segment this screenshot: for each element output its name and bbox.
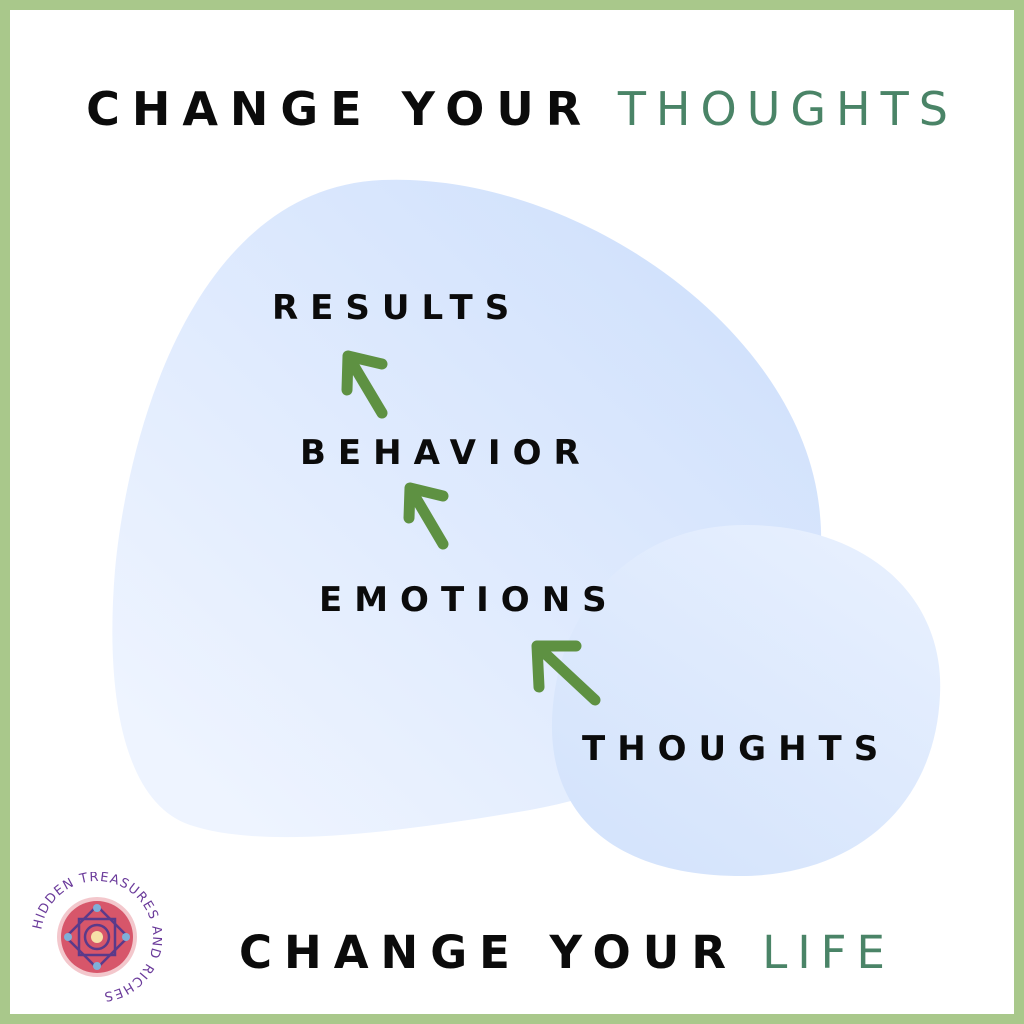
- stage-results-label: RESULTS: [272, 288, 522, 328]
- headline-top: CHANGE YOUR THOUGHTS: [10, 86, 1014, 132]
- headline-bottom-accent: LIFE: [762, 926, 895, 979]
- mandala-pattern: [64, 904, 130, 970]
- stage-behavior-label: BEHAVIOR: [300, 433, 592, 473]
- headline-bottom-dark: CHANGE YOUR: [239, 926, 738, 979]
- headline-top-dark: CHANGE YOUR: [86, 82, 594, 136]
- headline-bottom: CHANGE YOUR LIFE: [102, 930, 1014, 975]
- mandala-logo-icon: HIDDEN TREASURES AND RICHES: [32, 872, 162, 1002]
- arrow-up-left-icon: [341, 350, 388, 419]
- background-blobs: [112, 179, 941, 877]
- stage-emotions-label: EMOTIONS: [319, 580, 619, 620]
- small-blob-shape: [551, 525, 941, 877]
- stage-thoughts-label: THOUGHTS: [582, 729, 891, 769]
- flow-arrows: [341, 350, 601, 706]
- arrow-up-left-icon: [531, 640, 601, 706]
- headline-top-accent: THOUGHTS: [617, 82, 958, 136]
- arrow-up-left-icon: [403, 482, 449, 550]
